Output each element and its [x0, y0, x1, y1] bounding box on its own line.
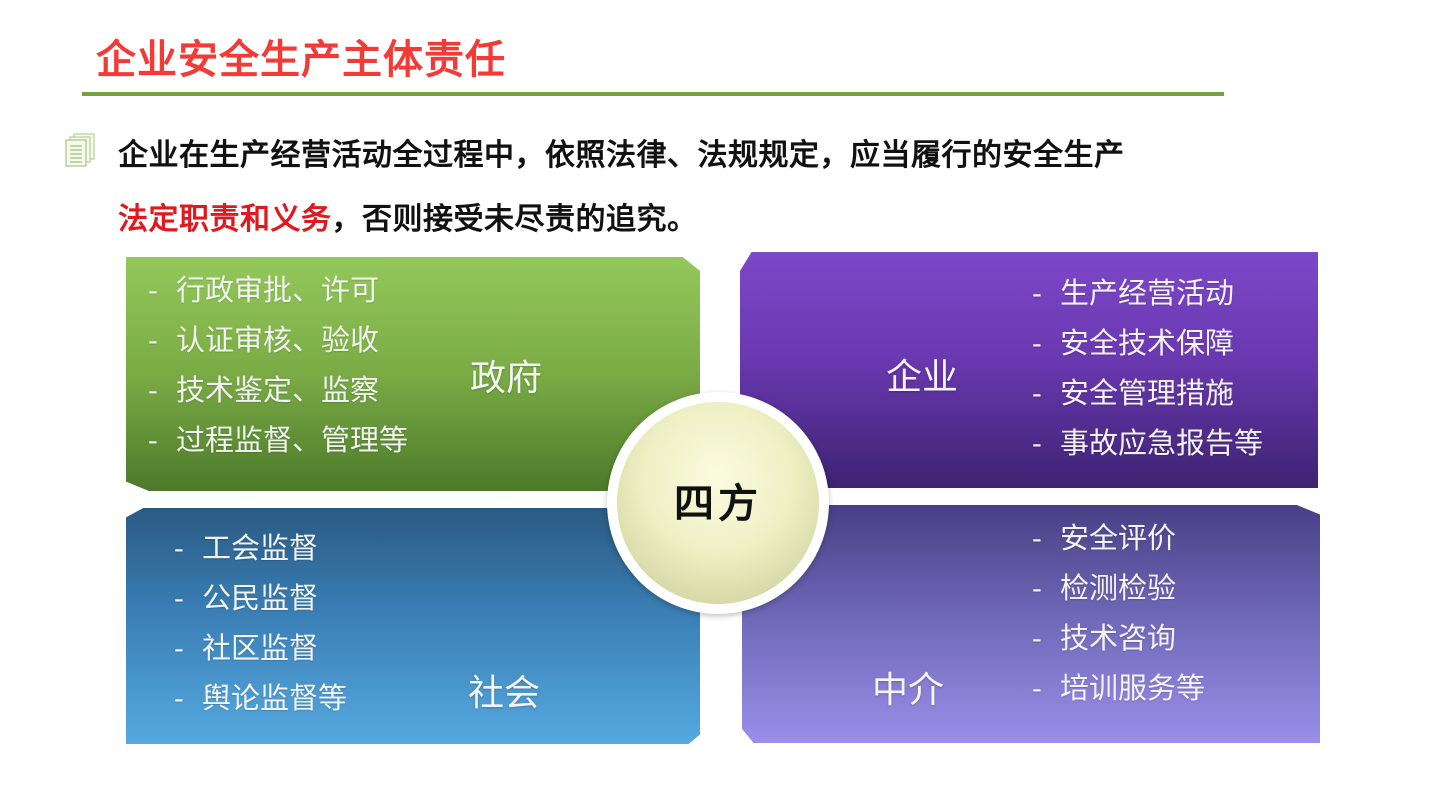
slide-title: 企业安全生产主体责任	[96, 37, 506, 83]
quadrant-government: -行政审批、许可 -认证审核、验收 -技术鉴定、监察 -过程监督、管理等 政府	[126, 257, 700, 491]
quadrant-intermediary: -安全评价 -检测检验 -技术咨询 -培训服务等 中介	[742, 505, 1320, 743]
definition-text-1: 企业在生产经营活动全过程中，依照法律、法规规定，应当履行的安全生产	[118, 138, 1125, 173]
center-sphere: 四方	[617, 402, 819, 604]
intermediary-item: -安全评价	[1032, 521, 1177, 555]
government-item: -过程监督、管理等	[148, 423, 409, 457]
government-item: -行政审批、许可	[148, 273, 380, 307]
document-stack-icon	[65, 133, 95, 167]
society-item: -舆论监督等	[174, 681, 348, 715]
society-label: 社会	[468, 673, 541, 714]
intermediary-item: -技术咨询	[1032, 621, 1177, 655]
definition-paragraph: 企业在生产经营活动全过程中，依照法律、法规规定，应当履行的安全生产 法定职责和义…	[118, 124, 1358, 252]
intermediary-label: 中介	[872, 670, 945, 711]
center-label: 四方	[674, 480, 762, 527]
government-item: -技术鉴定、监察	[148, 373, 380, 407]
government-label: 政府	[470, 358, 543, 399]
society-item: -社区监督	[174, 631, 319, 665]
title-underline	[82, 92, 1224, 96]
enterprise-label: 企业	[886, 357, 959, 398]
definition-highlight: 法定职责和义务	[118, 202, 332, 237]
enterprise-item: -事故应急报告等	[1032, 426, 1264, 460]
society-item: -工会监督	[174, 531, 319, 565]
quadrant-enterprise: -生产经营活动 -安全技术保障 -安全管理措施 -事故应急报告等 企业	[740, 252, 1318, 488]
quadrant-society: -工会监督 -公民监督 -社区监督 -舆论监督等 社会	[126, 508, 700, 744]
enterprise-item: -生产经营活动	[1032, 276, 1235, 310]
definition-text-2: ，否则接受未尽责的追究。	[331, 202, 698, 237]
enterprise-item: -安全技术保障	[1032, 326, 1235, 360]
enterprise-item: -安全管理措施	[1032, 376, 1235, 410]
intermediary-item: -培训服务等	[1032, 671, 1206, 705]
government-item: -认证审核、验收	[148, 323, 380, 357]
intermediary-item: -检测检验	[1032, 571, 1177, 605]
society-item: -公民监督	[174, 581, 319, 615]
